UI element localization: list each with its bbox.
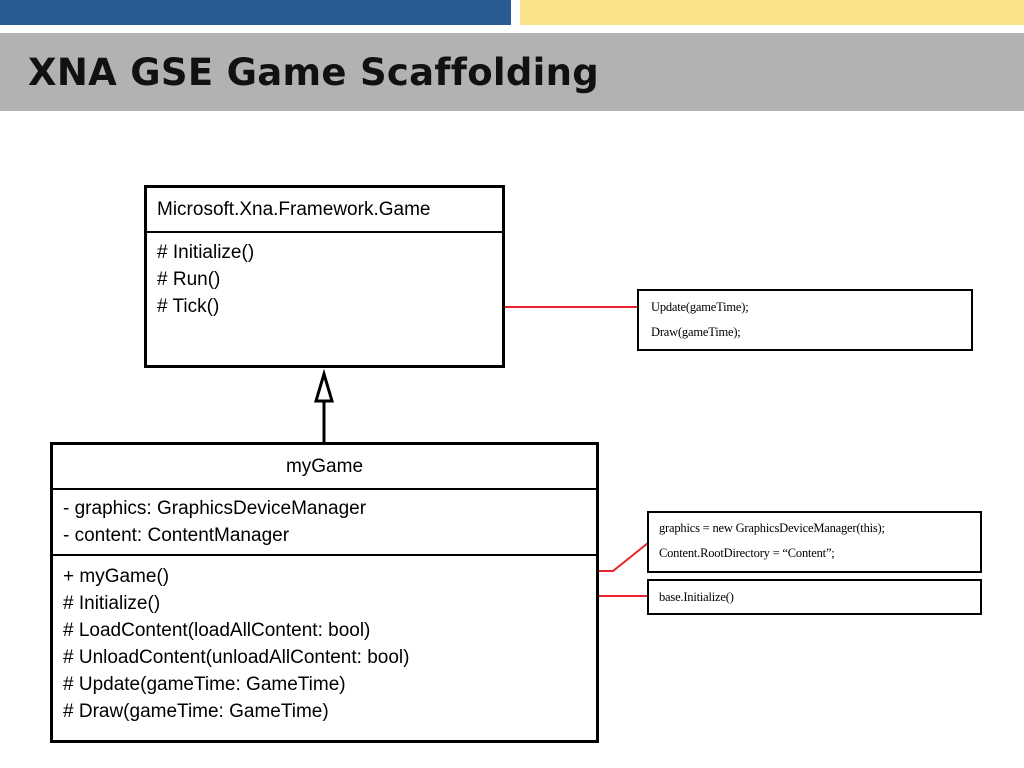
- slide-title: XNA GSE Game Scaffolding: [28, 51, 600, 94]
- base-class-name-section: Microsoft.Xna.Framework.Game: [147, 188, 502, 233]
- base-class-box: Microsoft.Xna.Framework.Game # Initializ…: [144, 185, 505, 368]
- derived-op-initialize: # Initialize(): [63, 593, 161, 614]
- constructor-note: graphics = new GraphicsDeviceManager(thi…: [647, 511, 982, 573]
- derived-class-name-section: myGame: [53, 445, 596, 490]
- derived-op-draw: # Draw(gameTime: GameTime): [63, 701, 329, 722]
- tick-note: Update(gameTime); Draw(gameTime);: [637, 289, 973, 351]
- base-op-initialize: # Initialize(): [157, 242, 255, 263]
- base-class-name: Microsoft.Xna.Framework.Game: [157, 199, 431, 220]
- derived-class-attributes-section: - graphics: GraphicsDeviceManager - cont…: [53, 490, 596, 556]
- tick-note-draw-line: Draw(gameTime);: [651, 325, 741, 339]
- derived-class-box: myGame - graphics: GraphicsDeviceManager…: [50, 442, 599, 743]
- derived-attr-content: - content: ContentManager: [63, 525, 290, 546]
- initialize-note-line: base.Initialize(): [659, 590, 734, 604]
- derived-class-operations-section: + myGame() # Initialize() # LoadContent(…: [53, 556, 596, 725]
- base-op-run: # Run(): [157, 269, 221, 290]
- base-class-operations-section: # Initialize() # Run() # Tick(): [147, 233, 502, 320]
- constructor-note-graphics-line: graphics = new GraphicsDeviceManager(thi…: [659, 521, 885, 535]
- derived-class-name: myGame: [285, 456, 364, 477]
- top-accent-bar-blue: [0, 0, 511, 25]
- derived-op-constructor: + myGame(): [63, 566, 170, 587]
- top-accent-bar-yellow: [520, 0, 1024, 25]
- tick-note-update-line: Update(gameTime);: [651, 300, 749, 314]
- title-band: [0, 33, 1024, 111]
- base-op-tick: # Tick(): [157, 296, 220, 317]
- derived-op-unload-content: # UnloadContent(unloadAllContent: bool): [63, 647, 410, 668]
- initialize-note: base.Initialize(): [647, 579, 982, 615]
- derived-op-load-content: # LoadContent(loadAllContent: bool): [63, 620, 371, 641]
- derived-op-update: # Update(gameTime: GameTime): [63, 674, 346, 695]
- derived-attr-graphics: - graphics: GraphicsDeviceManager: [63, 498, 367, 519]
- inheritance-arrowhead: [313, 368, 335, 403]
- constructor-note-content-line: Content.RootDirectory = “Content”;: [659, 546, 835, 560]
